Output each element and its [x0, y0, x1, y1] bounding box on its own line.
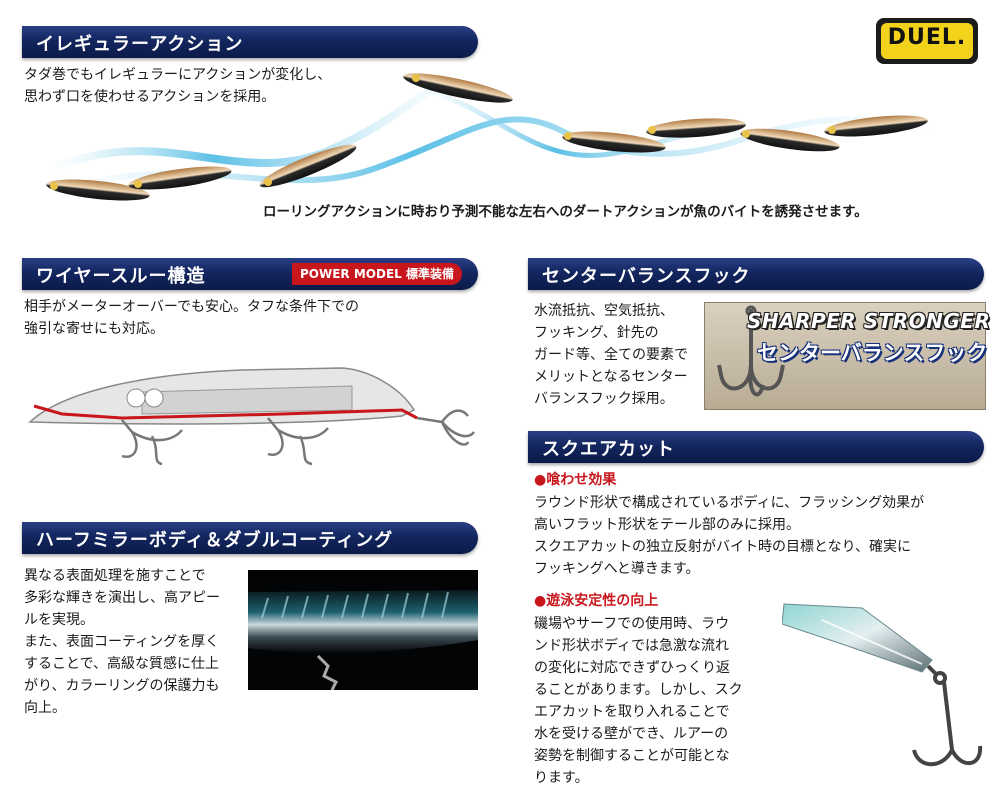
square-desc2-line-7: 姿勢を制御することが可能とな [534, 748, 730, 764]
lure-icon-1 [46, 179, 150, 201]
lure-icon-5 [562, 131, 666, 153]
lure-icon-7 [740, 128, 840, 152]
lure-icon-3 [259, 144, 357, 188]
wire-through-title: ワイヤースルー構造 [36, 266, 206, 287]
square-sub2: ●遊泳安定性の向上 [534, 593, 659, 609]
irregular-caption: ローリングアクションに時おり予測不能な左右へのダートアクションが魚のバイトを誘発… [263, 204, 868, 220]
mirror-desc-line-6: がり、カラーリングの保護力も [24, 678, 220, 694]
center-desc-line-3: ガード等、全ての要素で [534, 347, 688, 363]
irregular-action-title: イレギュラーアクション [36, 34, 244, 55]
square-desc2-line-3: の変化に対応できずひっくり返 [534, 660, 730, 676]
lure-icon-8 [824, 115, 928, 137]
lure-action-illustration [46, 73, 941, 201]
mirror-desc-line-1: 異なる表面処理を施すことで [24, 568, 206, 584]
mirror-desc-line-3: ルを実現。 [24, 612, 94, 628]
center-balance-banner: センターバランスフック [528, 258, 984, 290]
lure-icon-2 [128, 166, 232, 190]
square-desc1-line-3: スクエアカットの独立反射がバイト時の目標となり、確実に [534, 539, 912, 555]
square-desc1-line-2: 高いフラット形状をテール部のみに採用。 [534, 517, 800, 533]
wire-desc-line-1: 相手がメーターオーバーでも安心。タフな条件下での [24, 299, 360, 315]
center-desc-line-1: 水流抵抗、空気抵抗、 [534, 303, 674, 319]
mirror-desc-line-5: することで、高級な質感に仕上 [24, 656, 220, 672]
square-desc2-line-6: 水を受ける壁ができ、ルアーの [534, 726, 729, 742]
center-desc-line-4: メリットとなるセンター [534, 369, 688, 385]
square-desc2-line-1: 磯場やサーフでの使用時、ラウ [534, 616, 730, 632]
treble-hook-icon [717, 305, 785, 397]
square-cut-banner: スクエアカット [528, 431, 984, 463]
water-wave-2 [59, 116, 941, 193]
center-balance-title: センターバランスフック [542, 266, 751, 287]
square-desc1-line-1: ラウンド形状で構成されているボディに、フラッシング効果が [534, 495, 925, 511]
square-desc2-line-5: エアカットを取り入れることで [534, 704, 730, 720]
square-desc2-line-8: ります。 [534, 770, 589, 786]
lure-icon-4 [403, 73, 513, 103]
power-model-badge: POWER MODEL 標準装備 [292, 263, 462, 285]
irregular-desc-line-1: タダ巻でもイレギュラーにアクションが変化し、 [24, 67, 332, 83]
square-desc1-line-4: フッキングへと導きます。 [534, 561, 700, 577]
wire-through-diagram [28, 367, 475, 466]
half-mirror-photo [248, 570, 478, 690]
mirror-desc-line-4: また、表面コーティングを厚く [24, 634, 220, 650]
center-balance-logo-panel: SHARPER STRONGER センターバランスフック [704, 302, 990, 410]
mirror-desc-line-7: 向上。 [24, 700, 66, 716]
irregular-desc-line-2: 思わず口を使わせるアクションを採用。 [24, 89, 276, 105]
square-cut-title: スクエアカット [542, 439, 675, 460]
wire-desc-line-2: 強引な寄せにも対応。 [24, 321, 164, 337]
center-desc-line-4b: バランスフック採用。 [534, 391, 674, 407]
square-cut-photo [782, 600, 984, 775]
square-desc2-line-4: ることがあります。しかし、スク [534, 682, 743, 698]
center-balance-hook-text: センターバランスフック [757, 341, 988, 365]
irregular-action-banner: イレギュラーアクション [22, 26, 478, 58]
mirror-desc-line-2: 多彩な輝きを演出し、高アピー [24, 590, 220, 606]
square-sub1: ●喰わせ効果 [534, 472, 617, 488]
duel-logo: DUEL. [876, 18, 978, 64]
center-desc-line-2: フッキング、針先の [534, 325, 659, 341]
sharper-stronger-text: SHARPER STRONGER [747, 309, 991, 333]
logo-text: DUEL. [887, 25, 967, 50]
lure-icon-6 [646, 118, 746, 138]
half-mirror-title: ハーフミラーボディ＆ダブルコーティング [36, 530, 394, 551]
square-desc2-line-2: ンド形状ボディでは急激な流れ [534, 638, 730, 654]
half-mirror-banner: ハーフミラーボディ＆ダブルコーティング [22, 522, 478, 554]
